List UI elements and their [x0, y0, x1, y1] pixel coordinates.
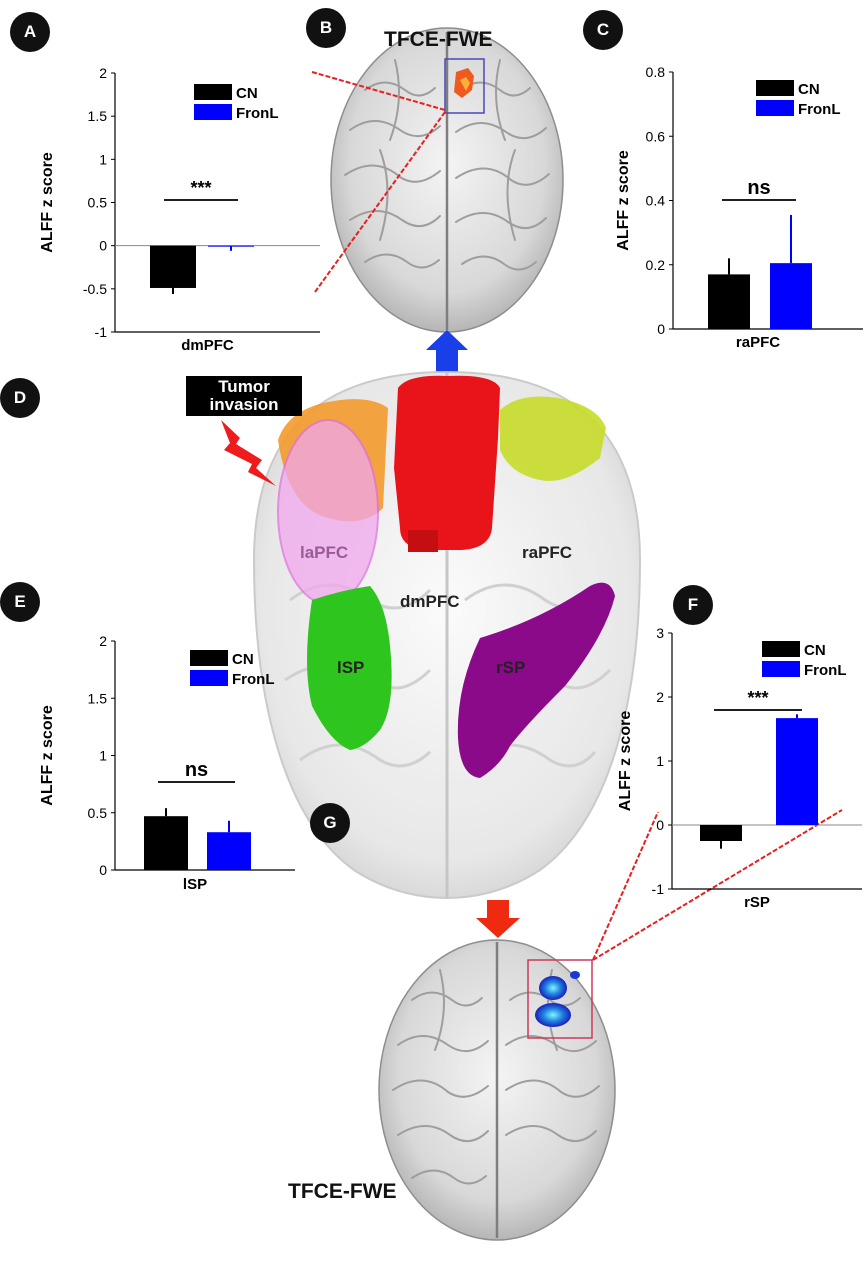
lightning-icon	[221, 420, 276, 486]
tumor-line-2: invasion	[209, 395, 279, 414]
chart-e-sig-label: ns	[185, 759, 208, 781]
chart-e-legend-label-cn: CN	[232, 651, 254, 668]
region-label-rapfc: raPFC	[522, 543, 573, 562]
chart-a-legend-swatch-fronl	[194, 104, 232, 120]
chart-f-bar-cn	[700, 825, 742, 841]
chart-c-ytick-label: 0.6	[646, 128, 666, 144]
panel-label-d: D	[0, 378, 40, 418]
chart-c-ytick-label: 0.2	[646, 257, 666, 273]
brain-bottom	[378, 809, 843, 1241]
brain-glass	[252, 370, 642, 900]
chart-c-ytick-label: 0.4	[646, 193, 666, 209]
panel-label-b: B	[306, 8, 346, 48]
chart-c-legend-swatch-cn	[756, 80, 794, 96]
panel-label-g: G	[310, 803, 350, 843]
tumor-invasion-label: Tumor invasion	[186, 376, 302, 416]
chart-f-ytick-label: 1	[656, 753, 664, 769]
region-label-rsp: rSP	[496, 658, 526, 677]
chart-c-bar-fronl	[770, 263, 812, 329]
region-label-dmpfc: dmPFC	[400, 592, 460, 611]
tfce-fwe-bottom-label: TFCE-FWE	[288, 1180, 397, 1203]
arrow-down-icon	[476, 900, 520, 938]
chart-f-sig-label: ***	[747, 688, 768, 708]
chart-e-ytick-label: 1.5	[88, 690, 108, 706]
panel-label-c: C	[583, 10, 623, 50]
arrow-up-icon	[426, 330, 468, 372]
chart-a-ytick-label: -0.5	[83, 281, 107, 297]
chart-a-ytick-label: -1	[95, 324, 108, 340]
chart-a-ytick-label: 0	[99, 238, 107, 254]
chart-a-legend-label-cn: CN	[236, 85, 258, 102]
chart-a-bar-cn	[150, 245, 196, 288]
chart-c-legend-label-cn: CN	[798, 81, 820, 98]
chart-e-bar-fronl	[207, 832, 251, 870]
panel-label-f: F	[673, 585, 713, 625]
tfce-fwe-top-label: TFCE-FWE	[384, 28, 493, 51]
chart-a-ytick-label: 2	[99, 65, 107, 81]
chart-a-ytick-label: 1	[99, 151, 107, 167]
chart-f-ytick-label: 3	[656, 625, 664, 641]
chart-a-ytick-label: 0.5	[88, 195, 108, 211]
chart-c-ylabel: ALFF z score	[615, 150, 632, 251]
chart-a-legend-label-fronl: FronL	[236, 105, 279, 122]
chart-e-legend-label-fronl: FronL	[232, 671, 275, 688]
chart-f-legend-label-cn: CN	[804, 642, 826, 659]
chart-e-ytick-label: 0	[99, 862, 107, 878]
chart-a-ytick-label: 1.5	[88, 108, 108, 124]
chart-e-legend-swatch-fronl	[190, 670, 228, 686]
chart-c-bar-cn	[708, 274, 750, 329]
chart-f-ytick-label: 0	[656, 817, 664, 833]
chart-e-bar-cn	[144, 816, 188, 870]
region-label-lsp: lSP	[337, 658, 365, 677]
chart-c-legend-swatch-fronl	[756, 100, 794, 116]
panel-label-e: E	[0, 582, 40, 622]
chart-e-xlabel: lSP	[183, 876, 207, 893]
chart-f-legend-swatch-cn	[762, 641, 800, 657]
panel-label-a: A	[10, 12, 50, 52]
chart-a-sig-label: ***	[190, 178, 211, 198]
chart-f-ytick-label: -1	[652, 881, 665, 897]
chart-c-sig-label: ns	[747, 177, 770, 199]
brain-top	[311, 27, 564, 333]
chart-f-bar-fronl	[776, 718, 818, 825]
chart-e-ytick-label: 1	[99, 748, 107, 764]
chart-a-xlabel: dmPFC	[181, 337, 234, 354]
chart-f-xlabel: rSP	[744, 894, 770, 911]
chart-f-legend-swatch-fronl	[762, 661, 800, 677]
region-label-lapfc: laPFC	[300, 543, 349, 562]
chart-f-ytick-label: 2	[656, 689, 664, 705]
chart-c-legend-label-fronl: FronL	[798, 101, 841, 118]
tumor-line-1: Tumor	[218, 377, 270, 396]
chart-a-legend-swatch-cn	[194, 84, 232, 100]
chart-e-ytick-label: 0.5	[88, 805, 108, 821]
chart-f-ylabel: ALFF z score	[617, 711, 634, 812]
chart-a-bar-fronl	[208, 245, 254, 247]
chart-c-ytick-label: 0.8	[646, 64, 666, 80]
chart-c-xlabel: raPFC	[736, 334, 780, 351]
chart-e-ylabel: ALFF z score	[39, 705, 56, 806]
chart-e-legend-swatch-cn	[190, 650, 228, 666]
chart-c-ytick-label: 0	[657, 321, 665, 337]
chart-a-ylabel: ALFF z score	[39, 152, 56, 253]
chart-e-ytick-label: 2	[99, 633, 107, 649]
chart-f-legend-label-fronl: FronL	[804, 662, 847, 679]
